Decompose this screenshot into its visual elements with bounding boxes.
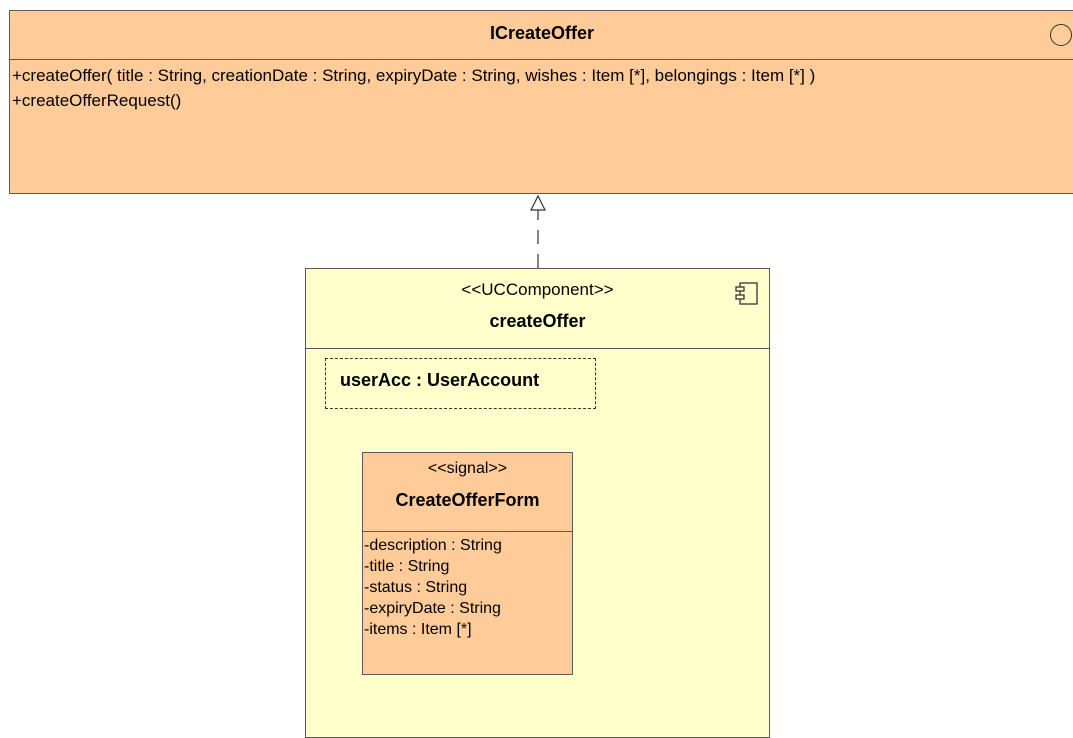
attribute-item: -expiryDate : String <box>364 600 501 617</box>
component-stereotype: <<UCComponent>> <box>461 280 614 299</box>
operation-item: +createOffer( title : String, creationDa… <box>12 66 816 85</box>
attribute-item: -description : String <box>364 537 502 554</box>
signal-attributes: -description : String -title : String -s… <box>364 535 502 640</box>
interface-box[interactable]: ICreateOffer +createOffer( title : Strin… <box>9 10 1073 194</box>
part-label: userAcc : UserAccount <box>340 370 540 390</box>
signal-stereotype: <<signal>> <box>427 460 508 477</box>
component-name: createOffer <box>489 311 586 331</box>
signal-header: <<signal>> CreateOfferForm <box>363 453 572 532</box>
realization-arrowhead <box>530 194 546 211</box>
attribute-item: -items : Item [*] <box>364 621 472 638</box>
attribute-item: -title : String <box>364 558 450 575</box>
part-user-account[interactable]: userAcc : UserAccount <box>325 358 596 409</box>
operation-item: +createOfferRequest() <box>12 91 182 110</box>
signal-name: CreateOfferForm <box>395 490 540 510</box>
signal-class-box[interactable]: <<signal>> CreateOfferForm -description … <box>362 452 573 675</box>
interface-operations: +createOffer( title : String, creationDa… <box>12 63 815 113</box>
interface-name: ICreateOffer <box>489 23 595 43</box>
interface-lollipop-icon <box>1050 24 1072 46</box>
attribute-item: -status : String <box>364 579 468 596</box>
interface-header: ICreateOffer <box>10 11 1073 60</box>
component-header: <<UCComponent>> createOffer <box>306 269 769 349</box>
component-icon <box>735 282 758 305</box>
